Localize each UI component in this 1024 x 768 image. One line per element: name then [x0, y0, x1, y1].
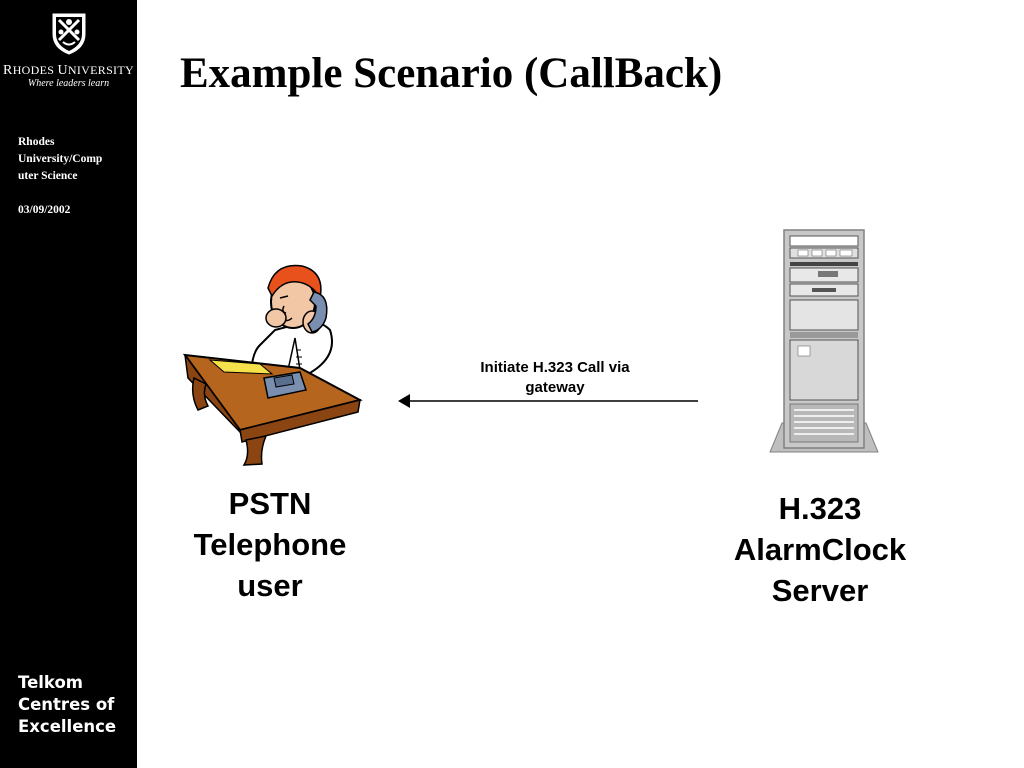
telephone-user-clipart-icon: [182, 264, 363, 466]
server-label-line-1: H.323: [778, 491, 862, 526]
slide-title: Example Scenario (CallBack): [180, 50, 723, 97]
footer-line-2: Centres of: [18, 695, 115, 714]
university-name: RHODES UNIVERSITY: [3, 63, 134, 78]
server-label-line-3: Server: [771, 573, 869, 608]
pstn-user-label: PSTN Telephone user: [170, 483, 370, 606]
department-line-3: uter Science: [18, 170, 78, 182]
edge-label-line-2: gateway: [525, 379, 585, 396]
telkom-footer: Telkom Centres of Excellence: [18, 672, 133, 738]
sidebar: RHODES UNIVERSITY Where leaders learn Rh…: [0, 0, 137, 768]
pstn-label-line-3: user: [237, 568, 303, 603]
callback-arrow: [398, 394, 698, 408]
university-tagline: Where leaders learn: [27, 78, 110, 89]
server-tower-icon: [769, 229, 879, 453]
slide-date: 03/09/2002: [18, 204, 71, 216]
edge-label-line-1: Initiate H.323 Call via: [480, 359, 630, 376]
pstn-label-line-1: PSTN: [228, 486, 312, 521]
server-label: H.323 AlarmClock Server: [700, 488, 940, 611]
footer-line-1: Telkom: [18, 673, 83, 692]
slide-info: Rhodes University/Comp uter Science 03/0…: [18, 134, 130, 219]
server-label-line-2: AlarmClock: [733, 532, 907, 567]
footer-line-3: Excellence: [18, 717, 117, 736]
university-logo: RHODES UNIVERSITY Where leaders learn: [0, 10, 137, 89]
edge-label: Initiate H.323 Call via gateway: [450, 358, 660, 398]
pstn-label-line-2: Telephone: [193, 527, 347, 562]
department-line-2: University/Comp: [18, 153, 103, 165]
crest-icon: [52, 13, 85, 55]
department-line-1: Rhodes: [18, 136, 55, 148]
